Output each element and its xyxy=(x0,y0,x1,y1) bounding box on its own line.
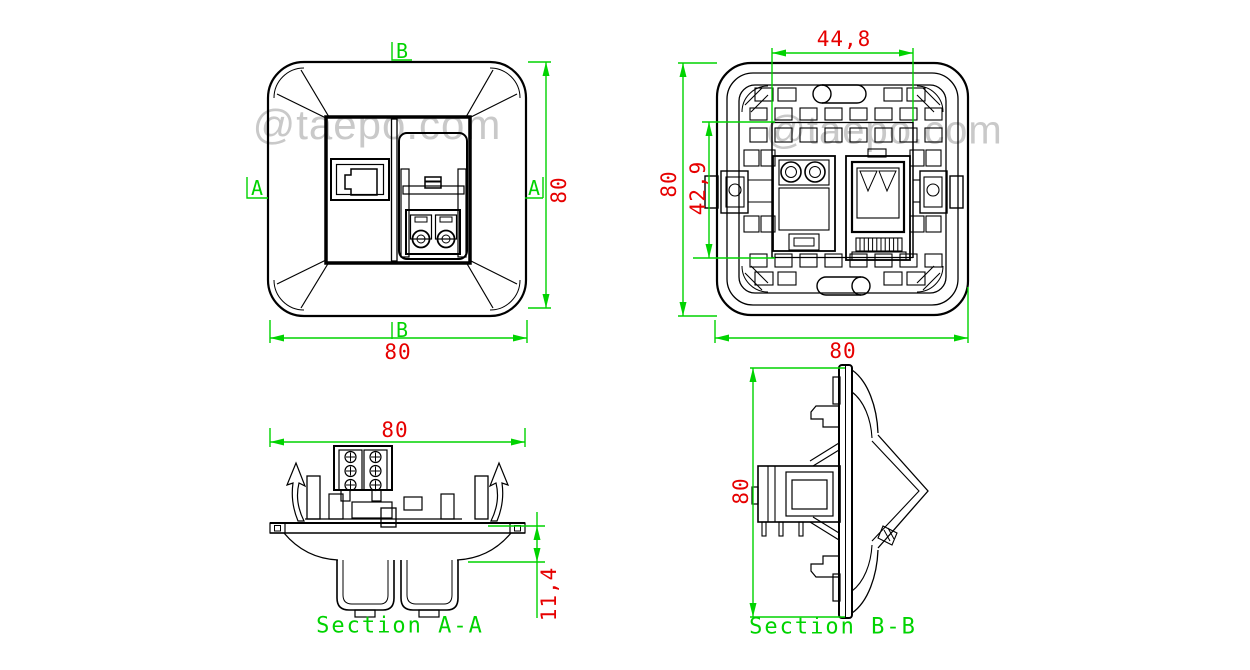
watermark: @taepo.com xyxy=(252,101,502,148)
back-inner-height-dimension: 42,9 xyxy=(686,160,710,216)
section-b-height-dimension: 80 xyxy=(729,477,753,505)
back-view-drawing xyxy=(704,61,970,317)
back-inner-width-dimension: 44,8 xyxy=(816,27,872,51)
front-view-drawing xyxy=(266,60,528,318)
section-bb-drawing xyxy=(751,364,929,619)
section-a-depth-dimension: 11,4 xyxy=(537,566,561,622)
section-aa-dimensions xyxy=(269,428,545,618)
section-marker-a-right: A xyxy=(527,176,541,200)
front-width-dimension: 80 xyxy=(384,340,412,364)
watermark: @taepo.com xyxy=(765,108,1003,153)
front-view-dimensions xyxy=(246,42,551,343)
section-aa-drawing xyxy=(269,445,526,618)
front-height-dimension: 80 xyxy=(547,176,571,204)
section-bb-dimensions xyxy=(749,367,845,618)
section-marker-b-top: B xyxy=(395,39,409,63)
section-a-width-dimension: 80 xyxy=(381,418,409,442)
section-a-label: Section A-A xyxy=(316,613,484,639)
section-marker-a-left: A xyxy=(250,176,264,200)
back-width-dimension: 80 xyxy=(829,339,857,363)
section-b-label: Section B-B xyxy=(749,614,917,640)
section-marker-b-bottom: B xyxy=(395,318,409,342)
back-view-dimensions xyxy=(678,48,969,343)
back-height-dimension: 80 xyxy=(657,170,681,198)
